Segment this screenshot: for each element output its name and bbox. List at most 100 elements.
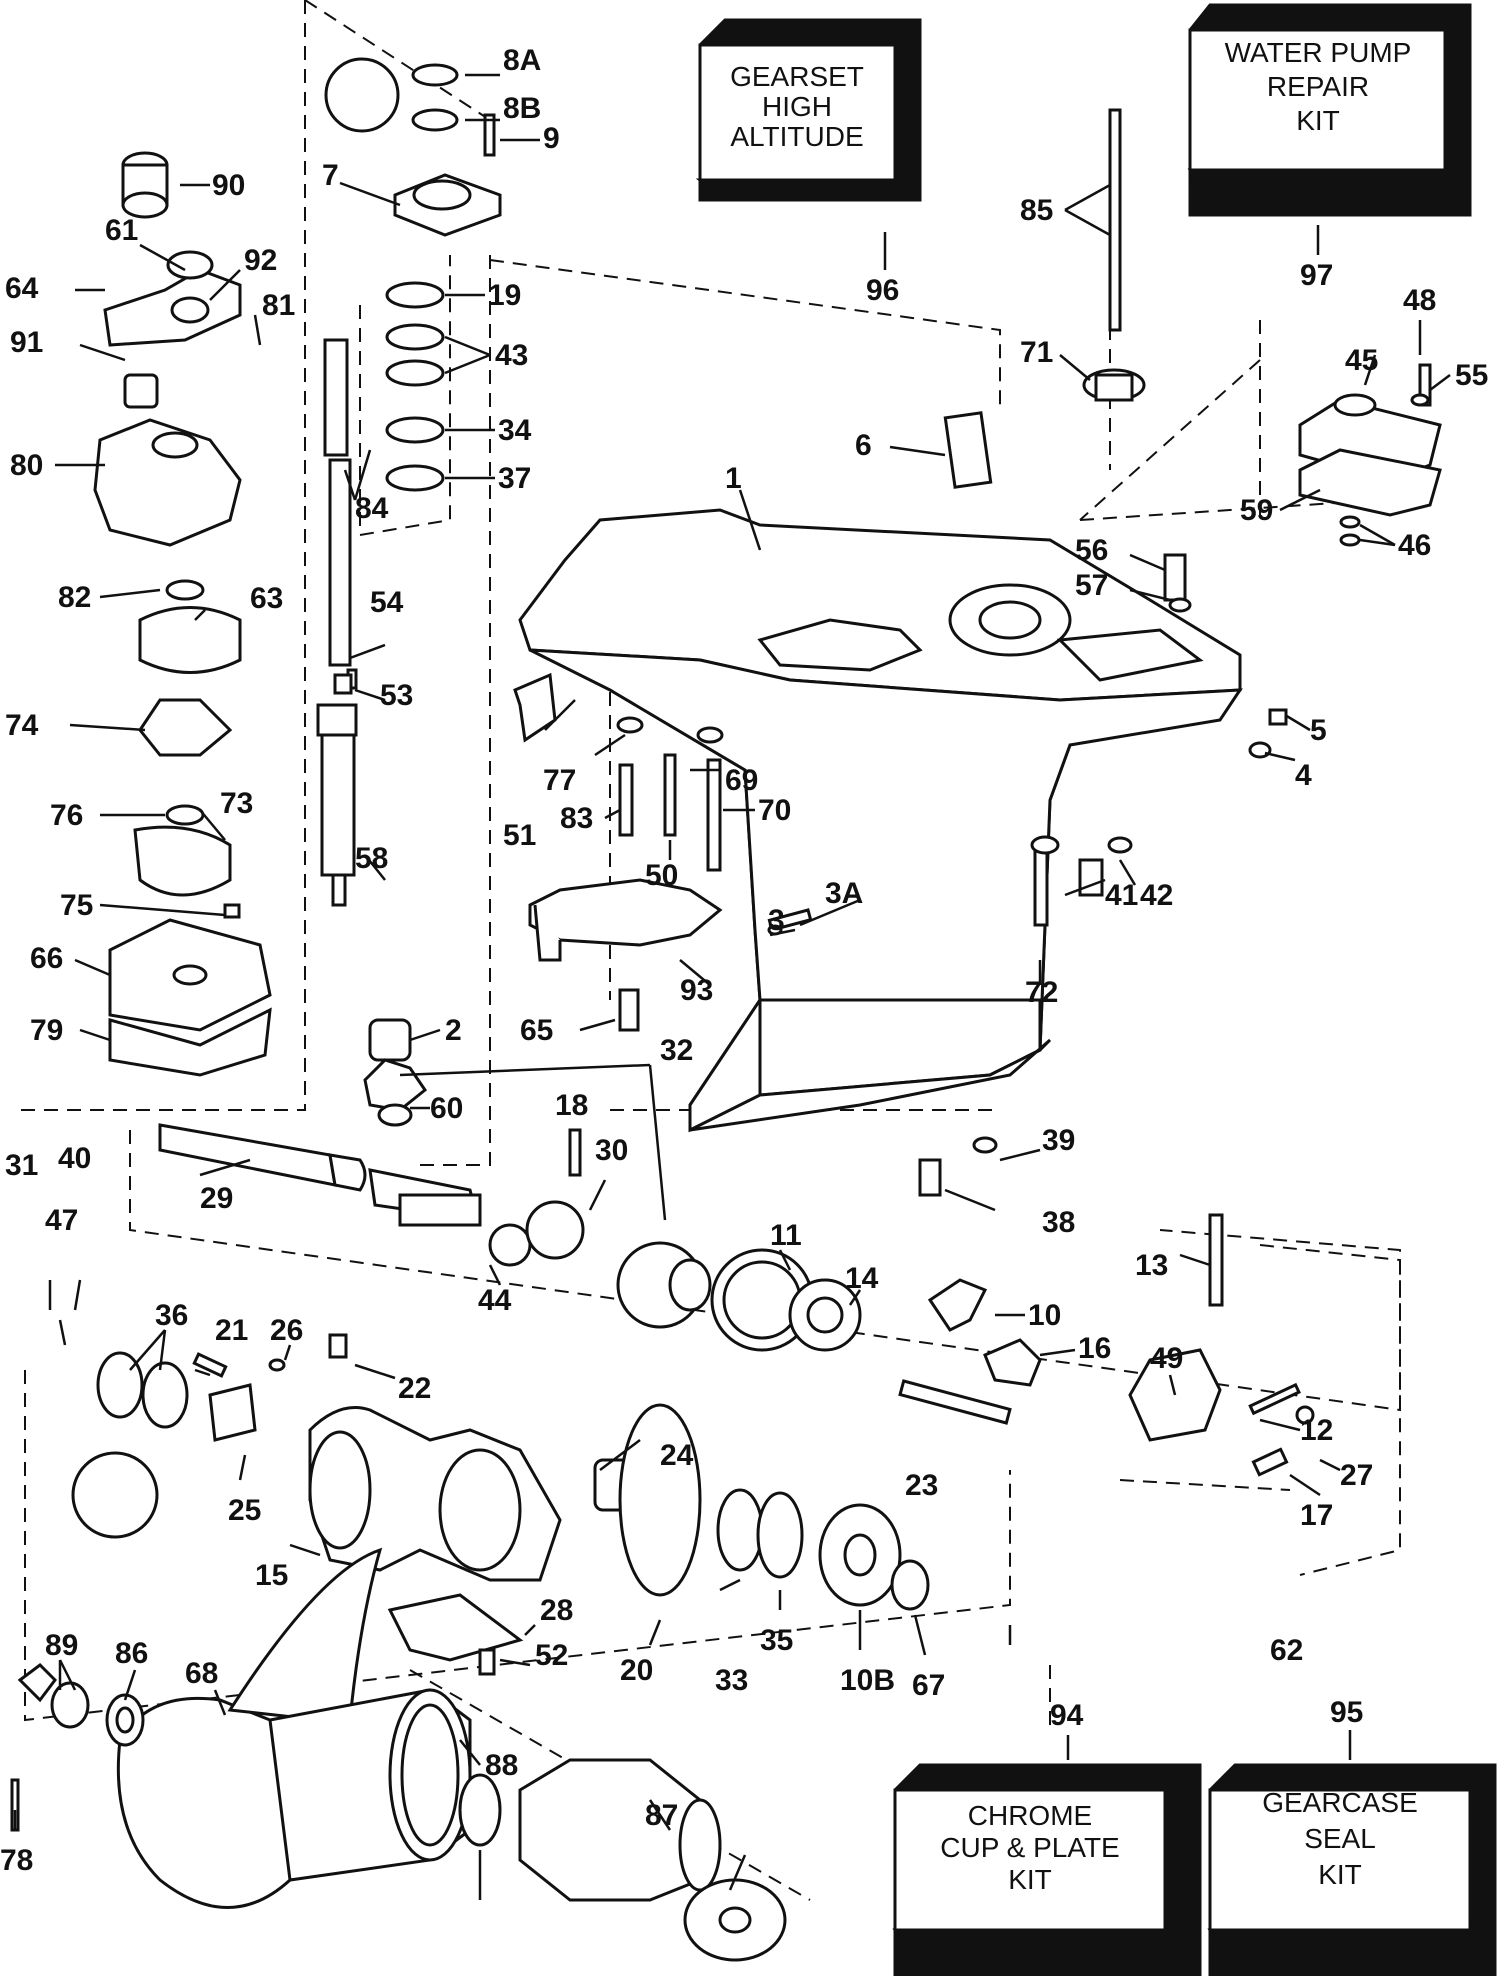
kit-97-line-2: REPAIR [1267, 71, 1369, 102]
part-label: 7 [322, 159, 339, 192]
part-label: 27 [1340, 1459, 1373, 1492]
part-label: 50 [645, 859, 678, 892]
kit-95-number: 95 [1330, 1696, 1363, 1729]
middle-parts [513, 672, 813, 1032]
part-label: 82 [58, 581, 91, 614]
part-label: 39 [1042, 1124, 1075, 1157]
kit-95-line-1: GEARCASE [1262, 1787, 1418, 1818]
part-label: 60 [430, 1092, 463, 1125]
part-label: 79 [30, 1014, 63, 1047]
part-label: 45 [1345, 344, 1378, 377]
part-label: 37 [498, 462, 531, 495]
part-label: 2 [445, 1014, 462, 1047]
part-label: 56 [1075, 534, 1108, 567]
part-label: 19 [488, 279, 521, 312]
part-label: 58 [355, 842, 388, 875]
part-label: 22 [398, 1372, 431, 1405]
part-label: 44 [478, 1284, 512, 1317]
part-label: 30 [595, 1134, 628, 1167]
part-label: 59 [1240, 494, 1273, 527]
part-label: 28 [540, 1594, 573, 1627]
kit-box-chrome-cup-plate: CHROME CUP & PLATE KIT 94 [892, 1699, 1202, 1976]
kit-box-water-pump-repair: WATER PUMP REPAIR KIT 97 [1187, 3, 1472, 292]
part-label: 16 [1078, 1332, 1111, 1365]
part-label: 32 [660, 1034, 693, 1067]
part-label: 75 [60, 889, 93, 922]
part-label: 6 [855, 429, 872, 462]
part-label: 25 [228, 1494, 261, 1527]
kit-95-line-2: SEAL [1304, 1823, 1376, 1854]
part-label: 29 [200, 1182, 233, 1215]
part-label: 12 [1300, 1414, 1333, 1447]
part-label: 10B [840, 1664, 895, 1697]
part-label: 41 [1105, 879, 1138, 912]
part-label: 34 [498, 414, 532, 447]
part-number-labels: 8A 8B 9 7 90 61 92 64 81 91 80 19 43 34 … [0, 44, 1488, 1877]
part-label: 15 [255, 1559, 288, 1592]
part-label: 8B [503, 92, 541, 125]
part-label: 13 [1135, 1249, 1168, 1282]
part-label: 70 [758, 794, 791, 827]
water-pump-parts [93, 151, 272, 1077]
kit-box-gearcase-seal: GEARCASE SEAL KIT 95 [1207, 1696, 1497, 1976]
part-label: 88 [485, 1749, 518, 1782]
part-label: 64 [5, 272, 39, 305]
part-label: 80 [10, 449, 43, 482]
kit-97-line-3: KIT [1296, 105, 1340, 136]
part-label: 35 [760, 1624, 793, 1657]
part-label: 54 [370, 586, 404, 619]
part-label: 71 [1020, 336, 1053, 369]
part-label: 92 [244, 244, 277, 277]
part-label: 17 [1300, 1499, 1333, 1532]
part-label: 3 [768, 904, 785, 937]
part-label: 81 [262, 289, 295, 322]
part-label: 72 [1025, 976, 1058, 1009]
kit-96-line-1: GEARSET [730, 61, 864, 92]
part-label: 57 [1075, 569, 1108, 602]
part-label: 61 [105, 214, 138, 247]
leader-lines [13, 73, 1451, 1900]
part-label: 8A [503, 44, 541, 77]
part-label: 52 [535, 1639, 568, 1672]
part-label: 74 [5, 709, 39, 742]
part-label: 43 [495, 339, 528, 372]
part-label: 1 [725, 462, 742, 495]
part-label: 33 [715, 1664, 748, 1697]
kit-94-number: 94 [1050, 1699, 1084, 1732]
part-label: 65 [520, 1014, 553, 1047]
kit-94-line-1: CHROME [968, 1800, 1092, 1831]
driveshaft-parts [316, 57, 1146, 1127]
part-label: 68 [185, 1657, 218, 1690]
part-label: 40 [58, 1142, 91, 1175]
part-label: 9 [543, 122, 560, 155]
part-label: 69 [725, 764, 758, 797]
part-label: 26 [270, 1314, 303, 1347]
propshaft-gear-parts [158, 1123, 1315, 1477]
part-label: 62 [1270, 1634, 1303, 1667]
part-label: 63 [250, 582, 283, 615]
kit-97-number: 97 [1300, 259, 1333, 292]
part-label: 85 [1020, 194, 1053, 227]
part-label: 14 [845, 1262, 879, 1295]
part-label: 24 [660, 1439, 694, 1472]
part-label: 4 [1295, 759, 1312, 792]
part-label: 87 [645, 1799, 678, 1832]
part-label: 67 [912, 1669, 945, 1702]
part-label: 66 [30, 942, 63, 975]
part-label: 46 [1398, 529, 1431, 562]
kit-94-line-2: CUP & PLATE [940, 1832, 1119, 1863]
bearing-carrier-parts [71, 1333, 930, 1676]
part-label: 5 [1310, 714, 1327, 747]
part-label: 93 [680, 974, 713, 1007]
part-label: 76 [50, 799, 83, 832]
part-label: 86 [115, 1637, 148, 1670]
right-side-parts [918, 363, 1442, 1197]
part-label: 78 [0, 1844, 33, 1877]
part-label: 84 [355, 492, 389, 525]
propeller-parts [10, 1547, 787, 1962]
part-label: 89 [45, 1629, 78, 1662]
part-label: 47 [45, 1204, 78, 1237]
kit-96-line-2: HIGH [762, 91, 832, 122]
part-label: 49 [1150, 1342, 1183, 1375]
